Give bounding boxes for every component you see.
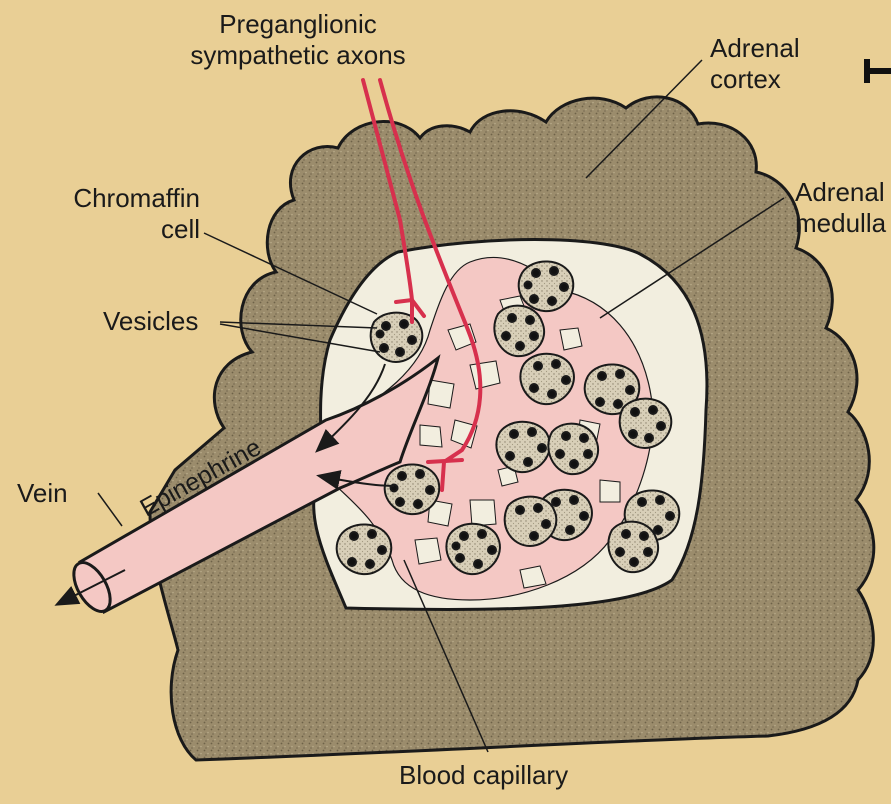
axon-2-terminal: [428, 460, 462, 462]
chromaffin-cell: [371, 313, 423, 362]
label-adrenal-cortex: Adrenal cortex: [710, 33, 800, 95]
chromaffin-cell: [496, 422, 550, 472]
chromaffin-cell: [608, 522, 658, 573]
chromaffin-cell: [337, 524, 392, 574]
chromaffin-cell: [494, 306, 544, 357]
label-adrenal-medulla-line1: Adrenal: [795, 177, 886, 208]
chromaffin-cell: [548, 424, 598, 475]
label-vesicles: Vesicles: [103, 306, 198, 337]
label-adrenal-medulla-line2: medulla: [795, 208, 886, 239]
label-adrenal-cortex-line1: Adrenal: [710, 33, 800, 64]
label-preganglionic: Preganglionic sympathetic axons: [168, 9, 428, 71]
leader-vein: [98, 493, 122, 526]
chromaffin-cell: [520, 354, 574, 404]
label-preganglionic-line2: sympathetic axons: [168, 40, 428, 71]
label-chromaffin-cell: Chromaffin cell: [40, 183, 200, 245]
label-chromaffin-line2: cell: [40, 214, 200, 245]
cropped-glyph: [864, 59, 891, 83]
chromaffin-cell: [385, 464, 440, 514]
label-preganglionic-line1: Preganglionic: [168, 9, 428, 40]
chromaffin-cell: [519, 261, 574, 311]
chromaffin-cell: [620, 399, 672, 448]
label-vein: Vein: [17, 478, 68, 509]
label-adrenal-medulla: Adrenal medulla: [795, 177, 886, 239]
label-blood-capillary: Blood capillary: [399, 760, 568, 791]
label-adrenal-cortex-line2: cortex: [710, 64, 800, 95]
chromaffin-cell: [446, 524, 500, 574]
chromaffin-cell: [505, 497, 557, 546]
label-chromaffin-line1: Chromaffin: [40, 183, 200, 214]
